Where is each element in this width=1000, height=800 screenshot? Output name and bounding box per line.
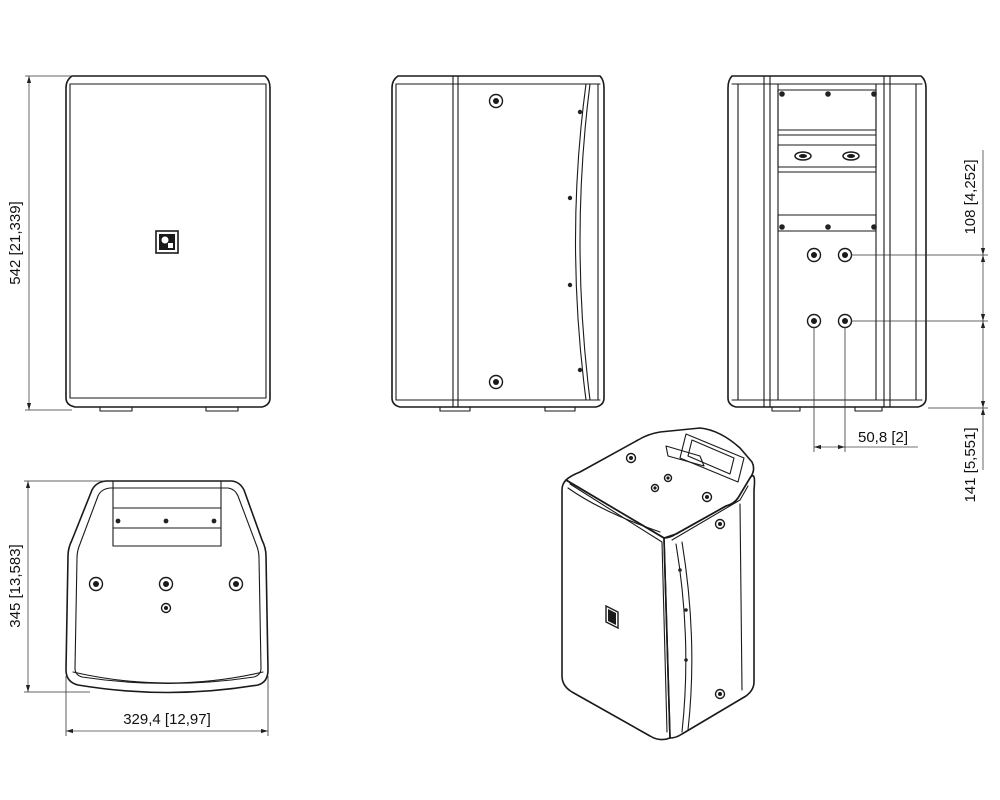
connector-input-icon (794, 151, 812, 161)
isometric-view (561, 427, 756, 741)
rear-bolt-top-right-icon (837, 247, 853, 263)
rear-bolt-bottom-right-icon (837, 313, 853, 329)
top-bolt-small-icon (160, 602, 172, 614)
rear-bolt-bottom-left-icon (806, 313, 822, 329)
side-bolt-bottom-icon (488, 374, 504, 390)
dimension-rear-vertical: 108 [4,252] 141 [5,551] (851, 150, 988, 503)
dimension-width-label: 329,4 [12,97] (123, 711, 211, 728)
dimension-height-label: 542 [21,339] (7, 201, 24, 284)
rear-bolt-top-left-icon (806, 247, 822, 263)
dimension-height: 542 [21,339] (7, 75, 72, 411)
dimension-depth: 345 [13,583] (7, 480, 104, 693)
top-bolt-center-icon (158, 576, 174, 592)
dimension-depth-label: 345 [13,583] (7, 544, 24, 627)
connector-output-icon (842, 151, 860, 161)
top-bolt-left-icon (88, 576, 104, 592)
dimension-rear-horizontal: 50,8 [2] (813, 327, 918, 452)
top-view (65, 480, 269, 694)
isometric-logo-icon (605, 604, 619, 630)
side-bolt-top-icon (488, 93, 504, 109)
dimension-width: 329,4 [12,97] (65, 676, 269, 736)
rear-view (727, 75, 927, 412)
dimension-rear-bottom-label: 141 [5,551] (962, 427, 979, 502)
dimension-rear-horizontal-label: 50,8 [2] (858, 429, 908, 446)
side-view (391, 75, 605, 412)
top-bolt-right-icon (228, 576, 244, 592)
front-view (65, 75, 271, 412)
brand-logo-icon (155, 230, 179, 254)
dimension-rear-vertical-label: 108 [4,252] (962, 159, 979, 234)
